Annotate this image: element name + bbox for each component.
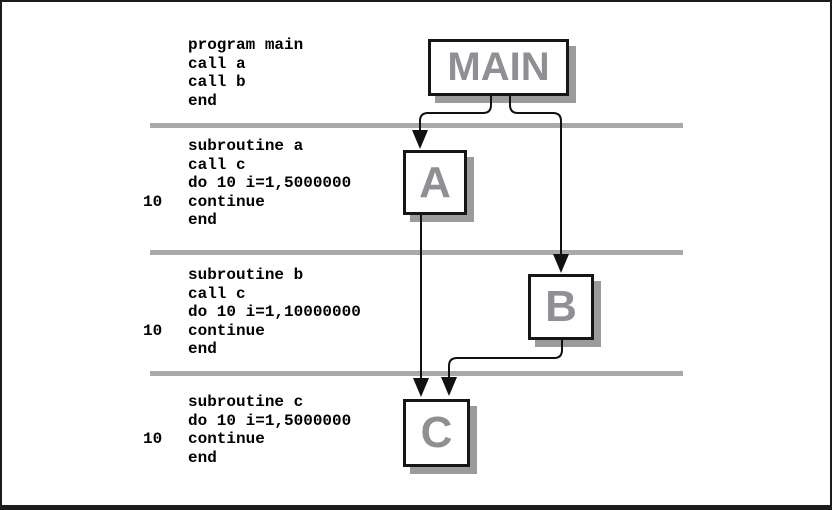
statement-code: do 10 i=1,5000000 [188,411,352,430]
code-line: end [143,92,303,111]
node-a-label: A [419,157,451,207]
statement-label [143,412,188,431]
node-main: MAIN [428,39,569,96]
node-c: C [403,399,470,467]
node-main-label: MAIN [447,45,550,89]
section-divider [150,123,683,128]
statement-code: end [188,340,217,358]
statement-code: call c [188,284,246,303]
statement-code: subroutine b [188,266,304,284]
code-line: call c [143,156,351,175]
statement-label [143,73,188,92]
statement-label [143,174,188,193]
statement-label [143,266,188,285]
statement-code: call a [188,54,246,73]
statement-code: subroutine c [188,393,304,411]
statement-code: do 10 i=1,5000000 [188,174,352,192]
arrow-main-to-b [509,95,562,255]
statement-label [143,393,188,412]
statement-label [143,303,188,322]
statement-code: continue [188,321,265,340]
statement-label [143,92,188,111]
node-b: B [528,274,594,340]
statement-label [143,211,188,230]
code-line: subroutine c [143,393,351,412]
statement-label [143,137,188,156]
statement-label [143,285,188,304]
statement-label: 10 [143,321,163,340]
code-line: call b [143,73,303,92]
section-divider [150,371,683,376]
code-line: subroutine a [143,137,351,156]
statement-code: end [188,448,217,467]
node-a: A [403,150,467,215]
code-line: do 10 i=1,5000000 [143,412,351,431]
code-line: subroutine b [143,266,361,285]
statement-label [143,449,188,468]
node-b-label: B [545,282,577,331]
code-line: program main [143,36,303,55]
statement-label [143,36,188,55]
node-c-label: C [420,408,453,457]
code-line: end [143,340,361,359]
code-line: 10 continue [143,193,351,212]
code-line: end [143,449,351,468]
arrowhead-main-to-b-icon [553,254,569,273]
statement-code: do 10 i=1,10000000 [188,303,361,321]
code-line: end [143,211,351,230]
statement-code: call c [188,155,246,174]
code-line: do 10 i=1,10000000 [143,303,361,322]
code-line: call c [143,285,361,304]
statement-label: 10 [143,430,163,448]
statement-code: program main [188,36,304,54]
statement-code: subroutine a [188,137,304,155]
statement-label: 10 [143,192,163,211]
statement-code: end [188,91,217,110]
arrowhead-main-to-a-icon [412,130,428,149]
statement-code: call b [188,73,246,91]
statement-label [143,156,188,175]
statement-code: continue [188,430,265,448]
statement-code: continue [188,192,265,211]
arrowhead-a-to-c-icon [413,378,429,397]
statement-label [143,340,188,359]
code-line: do 10 i=1,5000000 [143,174,351,193]
code-line: 10 continue [143,430,351,449]
code-line: 10 continue [143,322,361,341]
section-divider [150,250,683,255]
statement-code: end [188,211,217,229]
code-line: call a [143,55,303,74]
statement-label [143,55,188,74]
arrowhead-b-to-c-icon [441,377,457,396]
